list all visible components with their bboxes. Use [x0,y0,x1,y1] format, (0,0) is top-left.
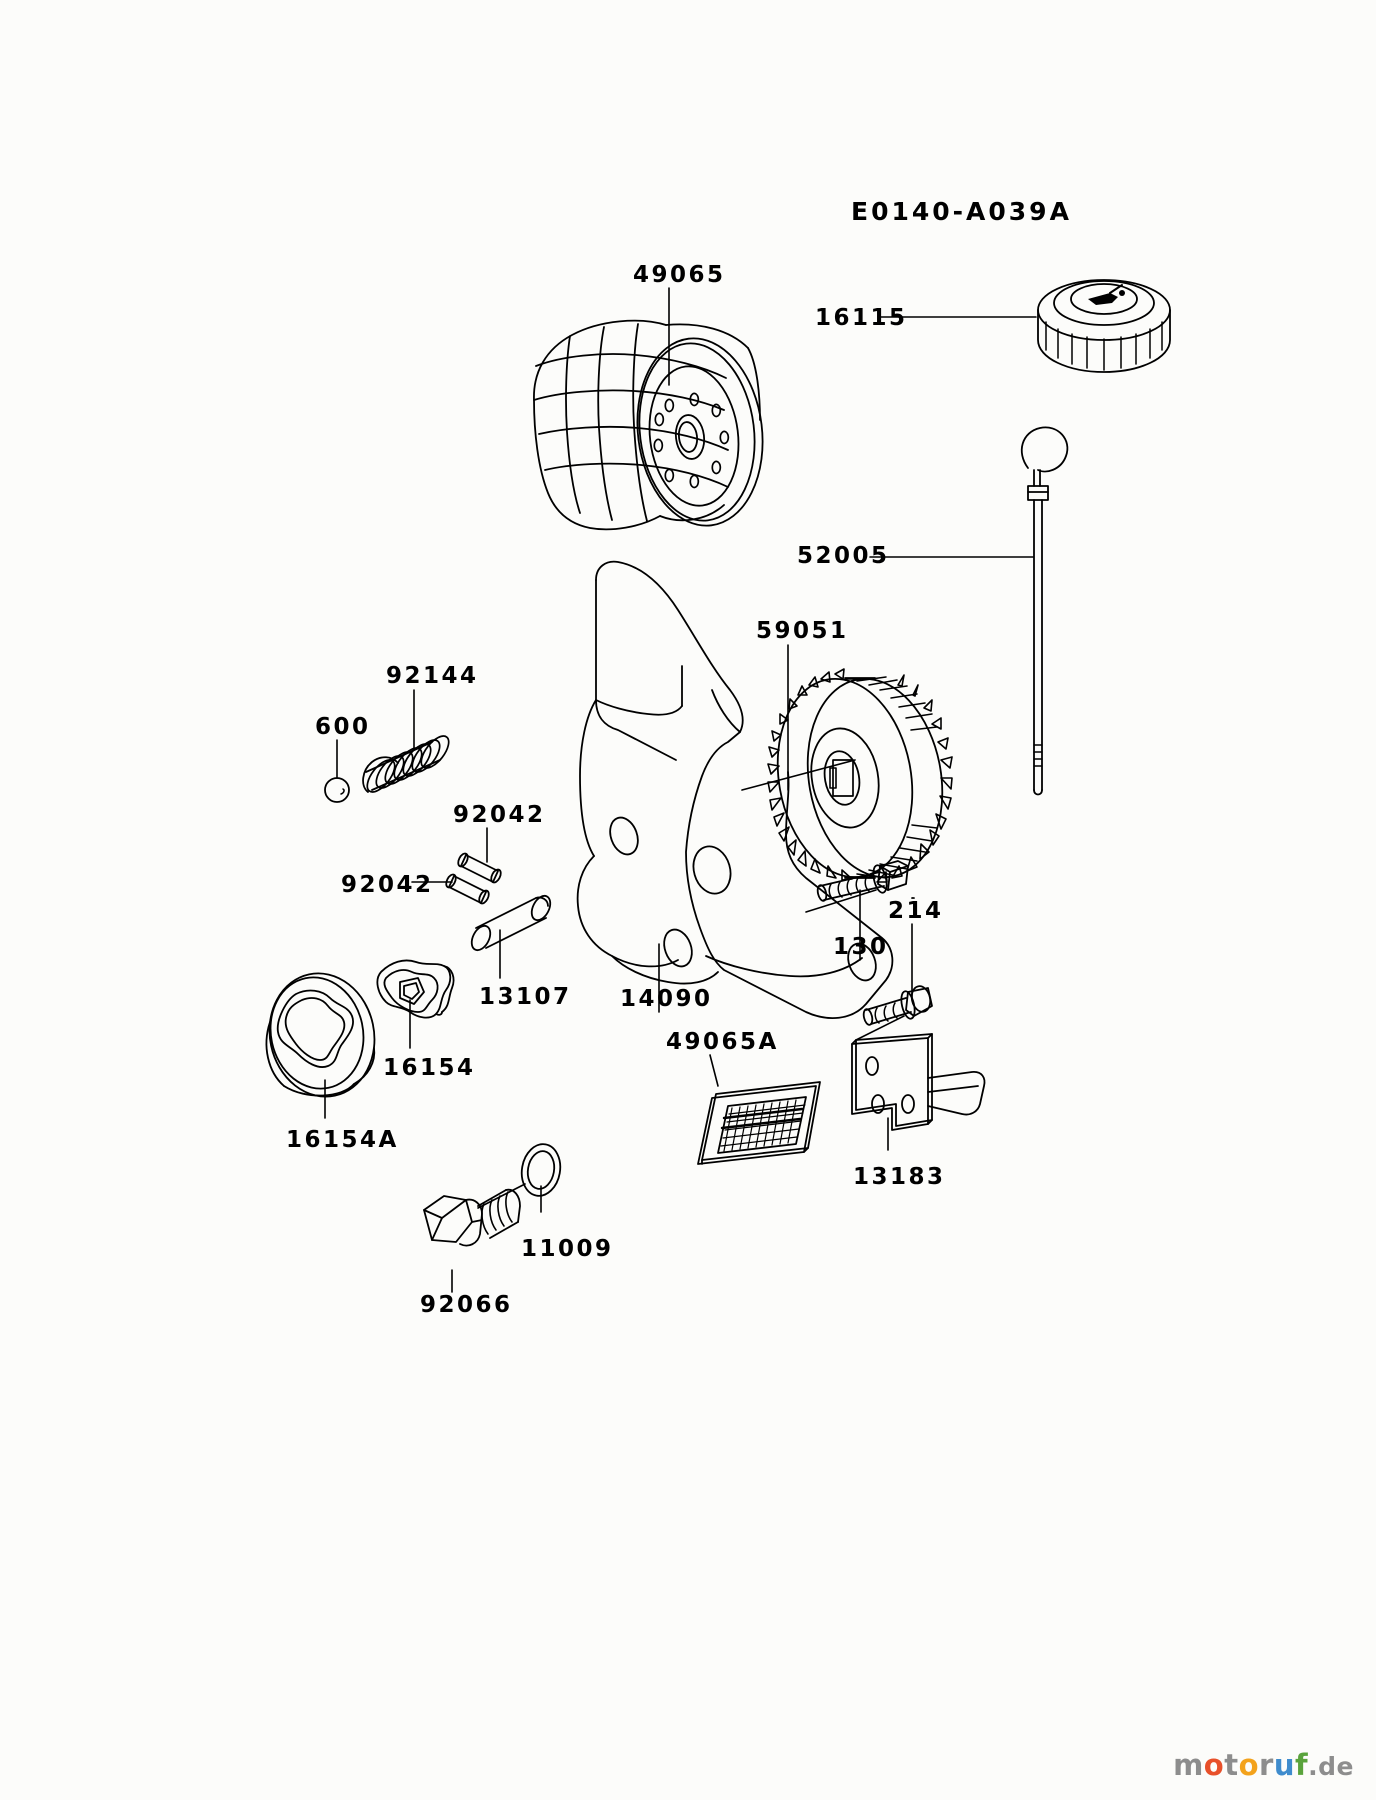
watermark-tld: .de [1308,1752,1354,1781]
part-label-16154: 16154 [383,1055,476,1081]
watermark-letter-t: t [1224,1748,1239,1782]
watermark-letter-u: u [1273,1748,1296,1782]
inner-rotor-drawing [376,959,455,1049]
part-label-92066: 92066 [420,1292,513,1318]
screw-214-drawing [855,923,933,1041]
part-label-92042-lower: 92042 [341,872,434,898]
gasket-11009-drawing [477,1143,562,1213]
part-label-92042-upper: 92042 [453,802,546,828]
oil-filter-drawing [533,287,764,531]
watermark-letter-r: r [1259,1748,1274,1782]
part-label-600: 600 [315,714,371,740]
part-label-49065A: 49065A [666,1029,779,1055]
drain-plug-drawing [423,1188,521,1293]
bolt-130-drawing [805,860,915,961]
spring-drawing [362,689,450,793]
drive-gear-drawing [741,644,953,883]
part-label-59051: 59051 [756,618,849,644]
diagram-code: E0140-A039A [851,197,1072,226]
part-label-13183: 13183 [853,1164,946,1190]
pump-cover-drawing [576,560,894,1019]
part-label-214: 214 [888,898,944,924]
part-label-13107: 13107 [479,984,572,1010]
dipstick-drawing [869,426,1069,796]
watermark-letter-o1: o [1203,1748,1225,1782]
watermark-letter-m: m [1173,1748,1204,1782]
part-label-16115: 16115 [815,305,908,331]
part-label-52005: 52005 [797,543,890,569]
steel-ball-drawing [324,739,350,803]
watermark-letter-f: f [1295,1748,1309,1782]
outer-rotor-drawing [265,972,376,1119]
part-label-14090: 14090 [620,986,713,1012]
bracket-13183-drawing [851,1033,986,1151]
site-watermark: motoruf.de [1173,1748,1354,1782]
part-label-11009: 11009 [521,1236,614,1262]
part-label-92144: 92144 [386,663,479,689]
part-label-16154A: 16154A [286,1127,399,1153]
part-label-130: 130 [833,934,889,960]
part-label-49065: 49065 [633,262,726,288]
oil-filler-cap-drawing [877,279,1171,373]
oil-screen-drawing [697,1054,821,1165]
pump-shaft-drawing [470,894,552,979]
dowel-pins-drawing [411,827,502,905]
watermark-letter-o2: o [1238,1748,1260,1782]
